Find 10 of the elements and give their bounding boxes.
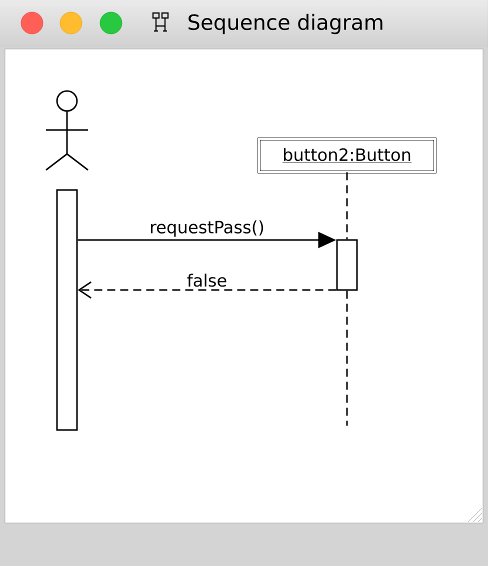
activation-bar: [336, 239, 358, 291]
lifeline: [346, 290, 348, 426]
window-title: Sequence diagram: [188, 14, 382, 34]
message-arrow: [78, 281, 336, 299]
actor-figure: [45, 90, 89, 171]
lifeline: [346, 172, 348, 240]
edge-label: false: [187, 274, 226, 287]
object-box: button2:Button: [258, 138, 436, 174]
edge-label: requestPass(): [151, 220, 264, 237]
activation-bar: [56, 189, 78, 431]
